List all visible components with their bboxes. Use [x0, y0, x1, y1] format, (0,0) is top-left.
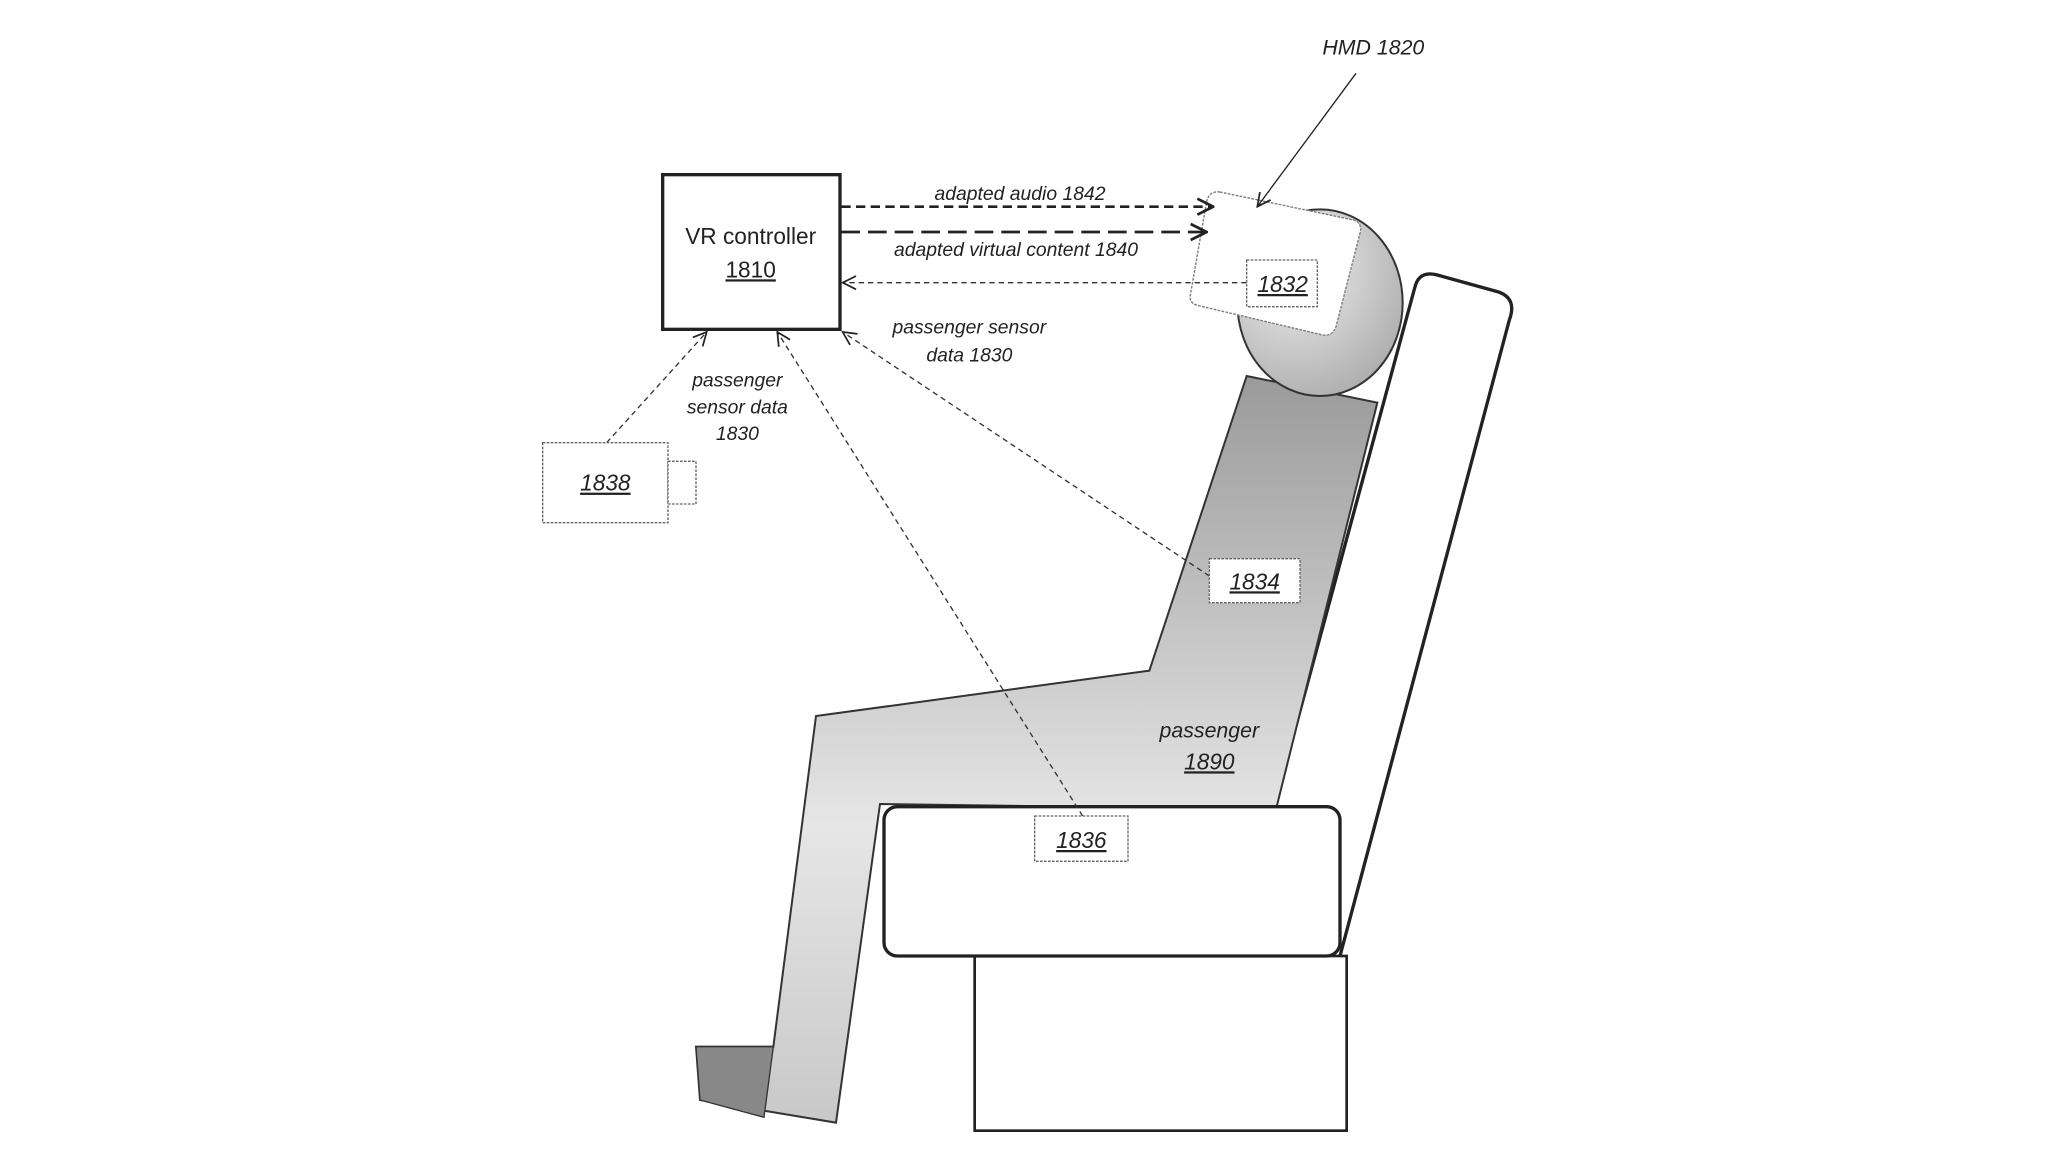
seat [973, 272, 1514, 1132]
seat-cushion [882, 804, 1342, 958]
passenger-foot [695, 1046, 775, 1119]
vr-controller-ref: 1810 [725, 256, 775, 282]
seat-sensor: 1836 [1034, 815, 1129, 862]
sensor-data-right-line1: passenger sensor [892, 317, 1048, 338]
hmd-label: HMD 1820 [1322, 36, 1424, 60]
sensor-data-left-line3: 1830 [716, 424, 759, 445]
seat-base [973, 954, 1348, 1132]
vr-controller-title: VR controller [685, 223, 816, 249]
camera-sensor-data-arrow [606, 332, 707, 444]
hmd-sensor-ref: 1832 [1257, 271, 1308, 297]
seat-back [1271, 272, 1514, 957]
camera-lens [667, 460, 697, 505]
sensor-data-left-line2: sensor data [687, 397, 788, 418]
hmd-sensor: 1832 [1246, 259, 1318, 308]
camera-sensor-ref: 1838 [580, 470, 631, 496]
audio-label: adapted audio 1842 [935, 184, 1106, 205]
sensor-data-left-line1: passenger [691, 371, 784, 392]
body-sensor-ref: 1834 [1229, 568, 1279, 594]
seat-sensor-ref: 1836 [1056, 827, 1107, 853]
hmd-pointer-arrow [1257, 72, 1357, 206]
virtual-content-label: adapted virtual content 1840 [894, 240, 1138, 261]
vr-controller-box [660, 173, 842, 331]
passenger-label: passenger [1159, 718, 1260, 742]
seat-sensor-data-arrow [777, 332, 1084, 817]
body-sensor: 1834 [1208, 558, 1301, 604]
camera-sensor: 1838 [541, 441, 697, 524]
sensor-data-right-line2: data 1830 [926, 345, 1012, 366]
passenger-ref: 1890 [1184, 748, 1235, 774]
body-sensor-data-arrow [843, 332, 1210, 577]
